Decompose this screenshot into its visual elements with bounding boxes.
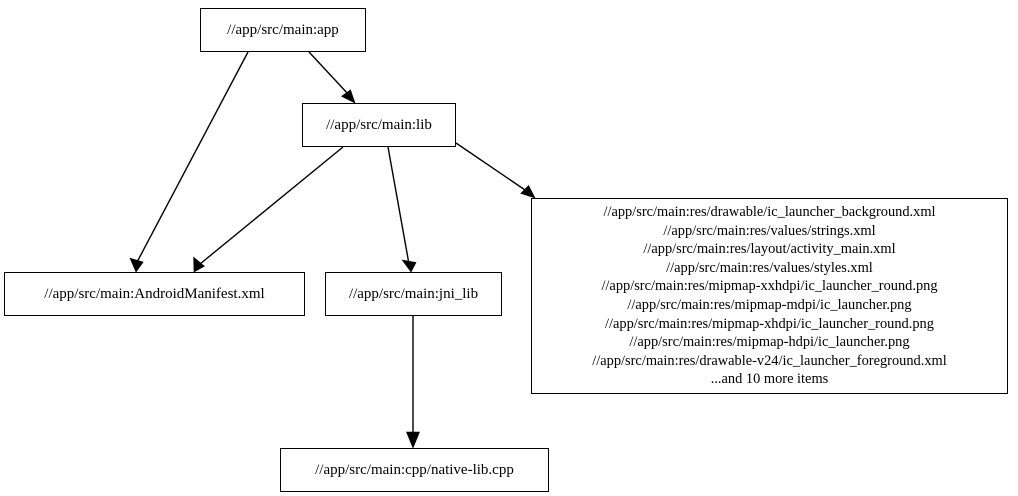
arrowhead-lib-to-manifest xyxy=(193,256,205,273)
node-res-collection[interactable]: //app/src/main:res/drawable/ic_launcher_… xyxy=(531,198,1008,394)
node-lib-label: //app/src/main:lib xyxy=(326,116,432,133)
node-native-lib-cpp-label: //app/src/main:cpp/native-lib.cpp xyxy=(315,461,514,478)
node-app[interactable]: //app/src/main:app xyxy=(200,8,366,52)
edge-lib-to-jni_lib xyxy=(387,146,410,265)
node-jni-lib[interactable]: //app/src/main:jni_lib xyxy=(325,272,502,316)
node-android-manifest[interactable]: //app/src/main:AndroidManifest.xml xyxy=(4,272,305,316)
arrowhead-lib-to-res xyxy=(520,184,536,199)
node-android-manifest-label: //app/src/main:AndroidManifest.xml xyxy=(44,285,265,302)
node-jni-lib-label: //app/src/main:jni_lib xyxy=(348,285,479,302)
arrowhead-app-to-lib xyxy=(341,89,356,104)
arrowhead-app-to-manifest xyxy=(129,257,144,273)
edge-lib-to-manifest xyxy=(199,146,344,265)
node-native-lib-cpp[interactable]: //app/src/main:cpp/native-lib.cpp xyxy=(280,448,549,492)
edge-app-to-lib xyxy=(308,51,350,96)
node-app-label: //app/src/main:app xyxy=(227,21,339,38)
edge-app-to-manifest xyxy=(135,51,249,265)
arrowhead-lib-to-jni_lib xyxy=(401,259,417,273)
node-res-collection-label: //app/src/main:res/drawable/ic_launcher_… xyxy=(592,204,947,388)
edge-lib-to-res xyxy=(455,142,529,193)
node-lib[interactable]: //app/src/main:lib xyxy=(302,103,456,147)
arrowhead-jni_lib-to-native_lib xyxy=(406,431,420,449)
